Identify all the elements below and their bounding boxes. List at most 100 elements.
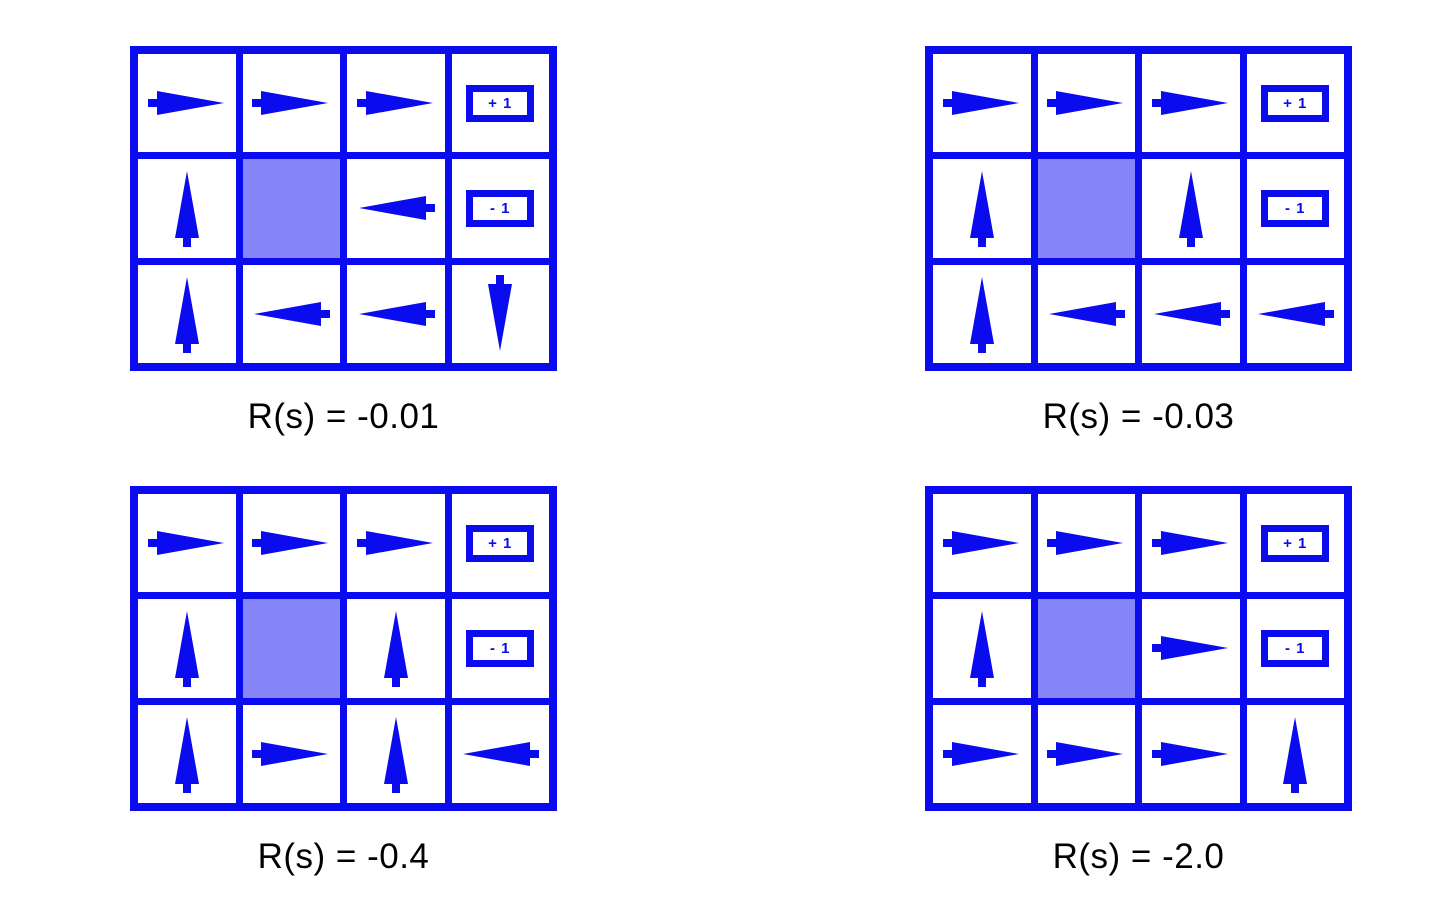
terminal-minus-1: - 1 (466, 629, 535, 667)
grid-cell (933, 54, 1031, 153)
up-arrow-icon (969, 276, 994, 353)
grid-cell (347, 704, 445, 803)
terminal-label: + 1 (1283, 534, 1308, 552)
right-arrow-icon (942, 741, 1019, 766)
up-arrow-icon (969, 171, 994, 248)
grid-cell (138, 159, 236, 258)
grid-cell (138, 494, 236, 593)
grid-cell (242, 54, 340, 153)
left-arrow-icon (1258, 301, 1335, 326)
up-arrow-icon (174, 716, 199, 793)
grid-cell (1142, 704, 1240, 803)
grid-cell (138, 264, 236, 363)
policy-quadrant-3: + 1 - 1 R(s) = -0.4 (130, 486, 557, 877)
grid-cell (138, 54, 236, 153)
policy-grid: + 1 - 1 (130, 486, 557, 811)
up-arrow-icon (383, 611, 408, 688)
right-arrow-icon (252, 91, 329, 116)
terminal-minus-1: - 1 (1261, 189, 1330, 227)
grid-cell (1142, 264, 1240, 363)
grid-cell (933, 704, 1031, 803)
grid-cell: - 1 (1246, 599, 1344, 698)
right-arrow-icon (1151, 91, 1228, 116)
grid-cell (451, 264, 549, 363)
grid-cell (347, 599, 445, 698)
grid-cell (242, 264, 340, 363)
reward-label: R(s) = -2.0 (1052, 837, 1225, 876)
grid-cell (138, 704, 236, 803)
policy-quadrant-1: + 1 - 1 R(s) = -0.01 (130, 46, 557, 437)
grid-cell: + 1 (451, 494, 549, 593)
grid-cell (933, 159, 1031, 258)
left-arrow-icon (1153, 301, 1230, 326)
right-arrow-icon (942, 91, 1019, 116)
right-arrow-icon (252, 531, 329, 556)
terminal-plus-1: + 1 (466, 84, 535, 122)
up-arrow-icon (174, 276, 199, 353)
wall-cell (242, 159, 340, 258)
up-arrow-icon (383, 716, 408, 793)
reward-label: R(s) = -0.01 (247, 397, 440, 436)
up-arrow-icon (1178, 171, 1203, 248)
grid-cell (347, 159, 445, 258)
grid-cell (1142, 54, 1240, 153)
reward-label: R(s) = -0.03 (1042, 397, 1235, 436)
terminal-plus-1: + 1 (1261, 524, 1330, 562)
grid-cell (933, 494, 1031, 593)
grid-cell (1037, 264, 1135, 363)
up-arrow-icon (174, 171, 199, 248)
left-arrow-icon (1049, 301, 1126, 326)
policy-grid: + 1 - 1 (130, 46, 557, 371)
grid-cell (1246, 704, 1344, 803)
right-arrow-icon (1151, 531, 1228, 556)
policy-quadrant-4: + 1 - 1 R(s) = -2.0 (925, 486, 1352, 877)
right-arrow-icon (252, 741, 329, 766)
up-arrow-icon (1283, 716, 1308, 793)
right-arrow-icon (1151, 636, 1228, 661)
terminal-label: + 1 (488, 94, 513, 112)
grid-cell: - 1 (451, 159, 549, 258)
terminal-plus-1: + 1 (466, 524, 535, 562)
grid-cell: + 1 (1246, 494, 1344, 593)
up-arrow-icon (174, 611, 199, 688)
policy-quadrant-2: + 1 - 1 R(s) = -0.03 (925, 46, 1352, 437)
grid-cell (1037, 704, 1135, 803)
grid-cell (347, 494, 445, 593)
grid-cell (347, 264, 445, 363)
terminal-label: - 1 (1284, 639, 1306, 657)
right-arrow-icon (1047, 91, 1124, 116)
terminal-label: - 1 (489, 199, 511, 217)
grid-cell: - 1 (451, 599, 549, 698)
terminal-label: - 1 (1284, 199, 1306, 217)
grid-cell (347, 54, 445, 153)
grid-cell (933, 264, 1031, 363)
left-arrow-icon (254, 301, 331, 326)
grid-cell (1142, 159, 1240, 258)
up-arrow-icon (969, 611, 994, 688)
grid-cell (1037, 54, 1135, 153)
right-arrow-icon (147, 531, 224, 556)
reward-label: R(s) = -0.4 (257, 837, 430, 876)
grid-cell (1142, 599, 1240, 698)
terminal-label: + 1 (1283, 94, 1308, 112)
grid-cell (138, 599, 236, 698)
right-arrow-icon (1047, 741, 1124, 766)
right-arrow-icon (356, 91, 433, 116)
terminal-minus-1: - 1 (1261, 629, 1330, 667)
wall-cell (242, 599, 340, 698)
right-arrow-icon (1047, 531, 1124, 556)
right-arrow-icon (356, 531, 433, 556)
terminal-plus-1: + 1 (1261, 84, 1330, 122)
right-arrow-icon (147, 91, 224, 116)
terminal-label: - 1 (489, 639, 511, 657)
grid-cell (451, 704, 549, 803)
grid-cell: - 1 (1246, 159, 1344, 258)
right-arrow-icon (1151, 741, 1228, 766)
left-arrow-icon (358, 301, 435, 326)
policy-grid: + 1 - 1 (925, 486, 1352, 811)
grid-cell (242, 494, 340, 593)
wall-cell (1037, 159, 1135, 258)
down-arrow-icon (488, 274, 513, 351)
left-arrow-icon (463, 741, 540, 766)
